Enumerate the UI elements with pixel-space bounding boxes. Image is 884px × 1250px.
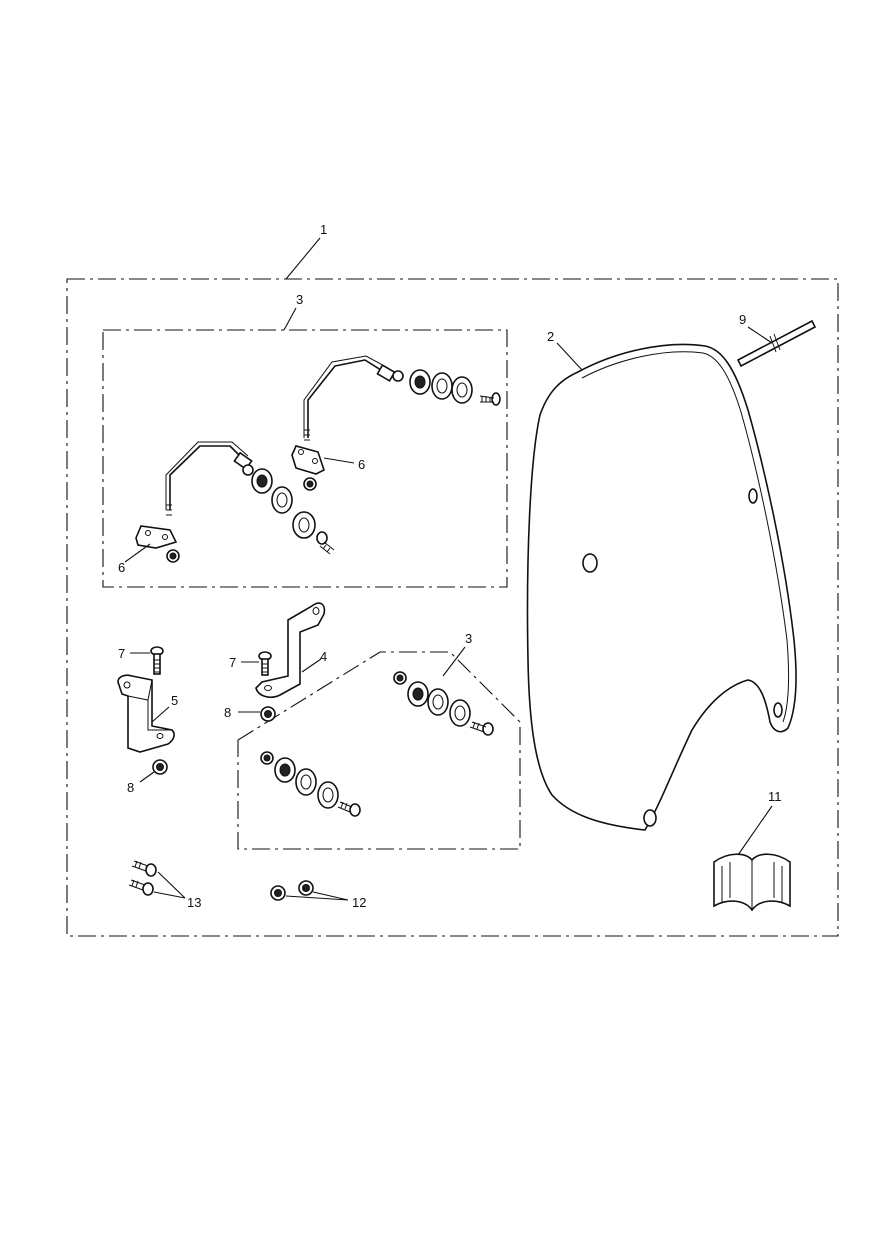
bracket-icon: [117, 674, 175, 753]
washer-icon: [407, 681, 471, 727]
callout-7-left: 7: [118, 646, 150, 661]
upper-mount-kit-frame: [102, 329, 508, 588]
callout-11: 11: [737, 789, 782, 856]
washer-icon: [274, 757, 339, 809]
callout-8-mid-label: 8: [224, 705, 231, 720]
screw-icon: [128, 860, 157, 896]
callout-5: 5: [151, 693, 178, 723]
mounting-bar-icon: [165, 441, 254, 516]
bracket-icon: [135, 525, 178, 549]
callout-3-lower-label: 3: [465, 631, 472, 646]
callout-13: 13: [153, 871, 201, 910]
callout-4-label: 4: [320, 649, 327, 664]
nut-icon: [152, 759, 168, 775]
callout-1-label: 1: [320, 222, 327, 237]
callout-4: 4: [301, 649, 327, 673]
callout-2-label: 2: [547, 329, 554, 344]
callout-13-label: 13: [187, 895, 201, 910]
callout-8-mid: 8: [224, 705, 260, 720]
bracket-icon: [255, 602, 326, 698]
callout-8-left-label: 8: [127, 780, 134, 795]
callout-9-label: 9: [739, 312, 746, 327]
callout-8-left: 8: [127, 771, 155, 795]
nut-icon: [260, 706, 276, 722]
screw-icon: [337, 801, 361, 817]
washer-icon: [251, 468, 316, 539]
kit-frame: [66, 278, 839, 937]
callout-3-lower: 3: [442, 631, 472, 677]
callout-5-label: 5: [171, 693, 178, 708]
callout-2: 2: [547, 329, 583, 371]
callout-11-label: 11: [768, 789, 782, 804]
washer-icon: [409, 369, 473, 404]
callout-7-mid: 7: [229, 655, 259, 670]
windscreen-icon: [526, 343, 797, 831]
callout-6-left-label: 6: [118, 560, 125, 575]
nut-icon: [393, 671, 407, 685]
callout-6-right-label: 6: [358, 457, 365, 472]
screw-icon: [316, 531, 335, 555]
nut-icon: [270, 880, 314, 901]
bracket-icon: [291, 445, 325, 475]
callout-6-left: 6: [118, 543, 151, 575]
screw-icon: [258, 651, 272, 676]
callout-12: 12: [285, 891, 366, 910]
callout-12-label: 12: [352, 895, 366, 910]
callout-3-upper-label: 3: [296, 292, 303, 307]
callout-6-right: 6: [323, 457, 365, 472]
nut-icon: [303, 477, 317, 491]
screw-icon: [469, 721, 494, 736]
screw-icon: [150, 646, 164, 675]
screw-icon: [479, 392, 501, 406]
nut-icon: [166, 549, 180, 563]
callout-7-left-label: 7: [118, 646, 125, 661]
mounting-bar-icon: [303, 355, 404, 441]
manual-book-icon: [713, 853, 791, 912]
lower-fixing-kit-frame: [237, 651, 521, 850]
callout-1: 1: [285, 222, 327, 280]
nut-icon: [260, 751, 274, 765]
callout-3-upper: 3: [283, 292, 303, 331]
tape-strip-icon: [736, 319, 817, 368]
callout-7-mid-label: 7: [229, 655, 236, 670]
callout-9: 9: [739, 312, 773, 344]
